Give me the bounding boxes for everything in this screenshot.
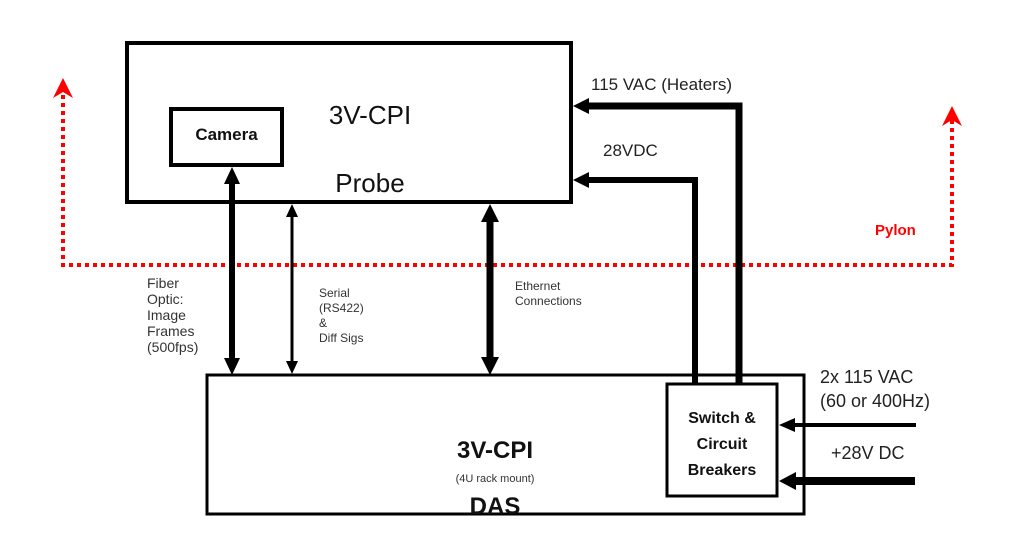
probe-title-line2: Probe	[335, 168, 405, 198]
ethernet-label: Ethernet Connections	[515, 279, 582, 308]
serial-link	[286, 204, 298, 374]
camera-box	[169, 107, 284, 167]
pylon-arrow-right-icon	[942, 106, 962, 126]
probe-box	[125, 41, 573, 204]
ac-input-label: 2x 115 VAC (60 or 400Hz)	[820, 367, 931, 411]
serial-label: Serial (RS422) & Diff Sigs	[319, 286, 364, 345]
ac-input-line	[779, 418, 916, 432]
pylon-boundary	[53, 78, 962, 267]
heaters-label: 115 VAC (Heaters)	[591, 75, 733, 94]
das-title-line2: DAS	[469, 493, 521, 520]
probe-title: 3V-CPI Probe	[290, 64, 450, 234]
camera-label: Camera	[195, 125, 258, 144]
dc28-label: 28VDC	[603, 141, 658, 160]
switch-box	[665, 382, 779, 498]
pylon-arrow-left-icon	[53, 78, 73, 98]
fiber-optic-link	[224, 167, 240, 375]
switch-label: Switch & Circuit Breakers	[687, 410, 757, 479]
das-title-line1: 3V-CPI	[456, 437, 534, 464]
das-title: 3V-CPI DAS	[430, 409, 560, 549]
das-box	[205, 373, 806, 516]
dc28-power-line	[573, 172, 698, 384]
heaters-power-line	[573, 98, 743, 384]
fiber-optic-label: Fiber Optic: Image Frames (500fps)	[147, 275, 199, 355]
ethernet-link	[481, 204, 499, 375]
dc-input-label: +28V DC	[831, 443, 905, 463]
das-subtitle: (4U rack mount)	[455, 473, 535, 485]
probe-title-line1: 3V-CPI	[328, 100, 412, 130]
dc-input-line	[779, 472, 915, 490]
pylon-label: Pylon	[875, 222, 916, 239]
